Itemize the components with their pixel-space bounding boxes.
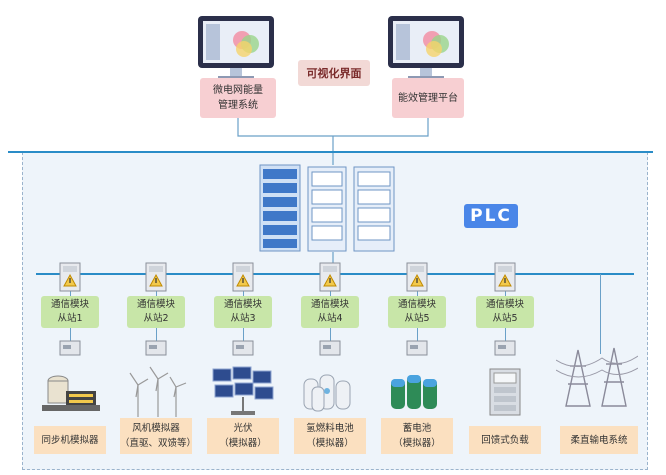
- comm-module-label: 通信模块: [136, 299, 175, 310]
- device-label-line: 柔直输电系统: [570, 434, 628, 446]
- solar-panel-icon: [211, 365, 275, 419]
- slave-station-label: 从站2: [143, 313, 169, 324]
- comm-module-label: 通信模块: [50, 299, 89, 310]
- battery-icon: [385, 365, 449, 419]
- feedback-load-icon: [473, 365, 537, 419]
- device-label-line: 风机模拟器: [132, 423, 180, 434]
- extra-bus-drop: [600, 274, 601, 354]
- comm-device-warning-icon: [494, 262, 516, 292]
- device-label-transmission: 柔直输电系统: [560, 426, 638, 454]
- slave-station-label: 从站5: [492, 313, 518, 324]
- device-label: 蓄电池 （模拟器）: [381, 418, 453, 454]
- microgrid-ems-label-2: 管理系统: [218, 100, 258, 111]
- device-label-line: 蓄电池: [402, 423, 432, 434]
- io-unit-icon: [145, 340, 167, 356]
- comm-device-warning-icon: [319, 262, 341, 292]
- device-label-line: 同步机模拟器: [41, 434, 99, 446]
- slave-station-label: 从站1: [57, 313, 83, 324]
- visual-interface-title: 可视化界面: [298, 60, 370, 86]
- slave-station-label: 从站3: [230, 313, 256, 324]
- comm-module-label: 通信模块: [310, 299, 349, 310]
- plc-label: PLC: [464, 204, 518, 228]
- comm-device-warning-icon: [145, 262, 167, 292]
- comm-module-box: 通信模块从站5: [476, 296, 534, 328]
- device-label-line: （模拟器）: [219, 438, 267, 449]
- hydrogen-fuel-cell-icon: [298, 365, 362, 419]
- energy-efficiency-platform-box: 能效管理平台: [392, 78, 464, 118]
- top-bus-line: [8, 151, 653, 153]
- device-label-line: （直驱、双馈等）: [120, 438, 197, 449]
- comm-module-label: 通信模块: [223, 299, 262, 310]
- io-unit-icon: [319, 340, 341, 356]
- server-rack-icon: [259, 164, 395, 252]
- energy-efficiency-platform-label: 能效管理平台: [398, 92, 458, 104]
- comm-device-warning-icon: [406, 262, 428, 292]
- comm-device-warning-icon: [232, 262, 254, 292]
- device-label-line: 回馈式负载: [481, 434, 529, 446]
- device-label-line: （模拟器）: [306, 438, 354, 449]
- wind-turbine-icon: [124, 365, 188, 419]
- comm-module-box: 通信模块从站3: [214, 296, 272, 328]
- comm-module-label: 通信模块: [397, 299, 436, 310]
- synchronous-generator-icon: [38, 365, 102, 419]
- transmission-tower-icon: [556, 347, 638, 407]
- monitor-icon: [388, 16, 464, 80]
- slave-station-label: 从站4: [317, 313, 343, 324]
- device-label: 回馈式负载: [469, 426, 541, 454]
- device-label: 光伏 （模拟器）: [207, 418, 279, 454]
- device-label: 氢燃料电池 （模拟器）: [294, 418, 366, 454]
- microgrid-ems-label-1: 微电网能量: [213, 85, 263, 96]
- device-label: 同步机模拟器: [34, 426, 106, 454]
- microgrid-ems-box: 微电网能量 管理系统: [200, 78, 276, 118]
- comm-module-box: 通信模块从站4: [301, 296, 359, 328]
- device-label-line: 氢燃料电池: [306, 423, 354, 434]
- slave-station-label: 从站5: [404, 313, 430, 324]
- comm-module-box: 通信模块从站1: [41, 296, 99, 328]
- comm-module-label: 通信模块: [485, 299, 524, 310]
- io-unit-icon: [59, 340, 81, 356]
- io-unit-icon: [232, 340, 254, 356]
- comm-module-box: 通信模块从站5: [388, 296, 446, 328]
- device-label-line: 光伏: [233, 423, 253, 434]
- device-label: 风机模拟器 （直驱、双馈等）: [120, 418, 197, 454]
- io-unit-icon: [494, 340, 516, 356]
- comm-device-warning-icon: [59, 262, 81, 292]
- device-label-line: （模拟器）: [393, 438, 441, 449]
- comm-module-box: 通信模块从站2: [127, 296, 185, 328]
- io-unit-icon: [406, 340, 428, 356]
